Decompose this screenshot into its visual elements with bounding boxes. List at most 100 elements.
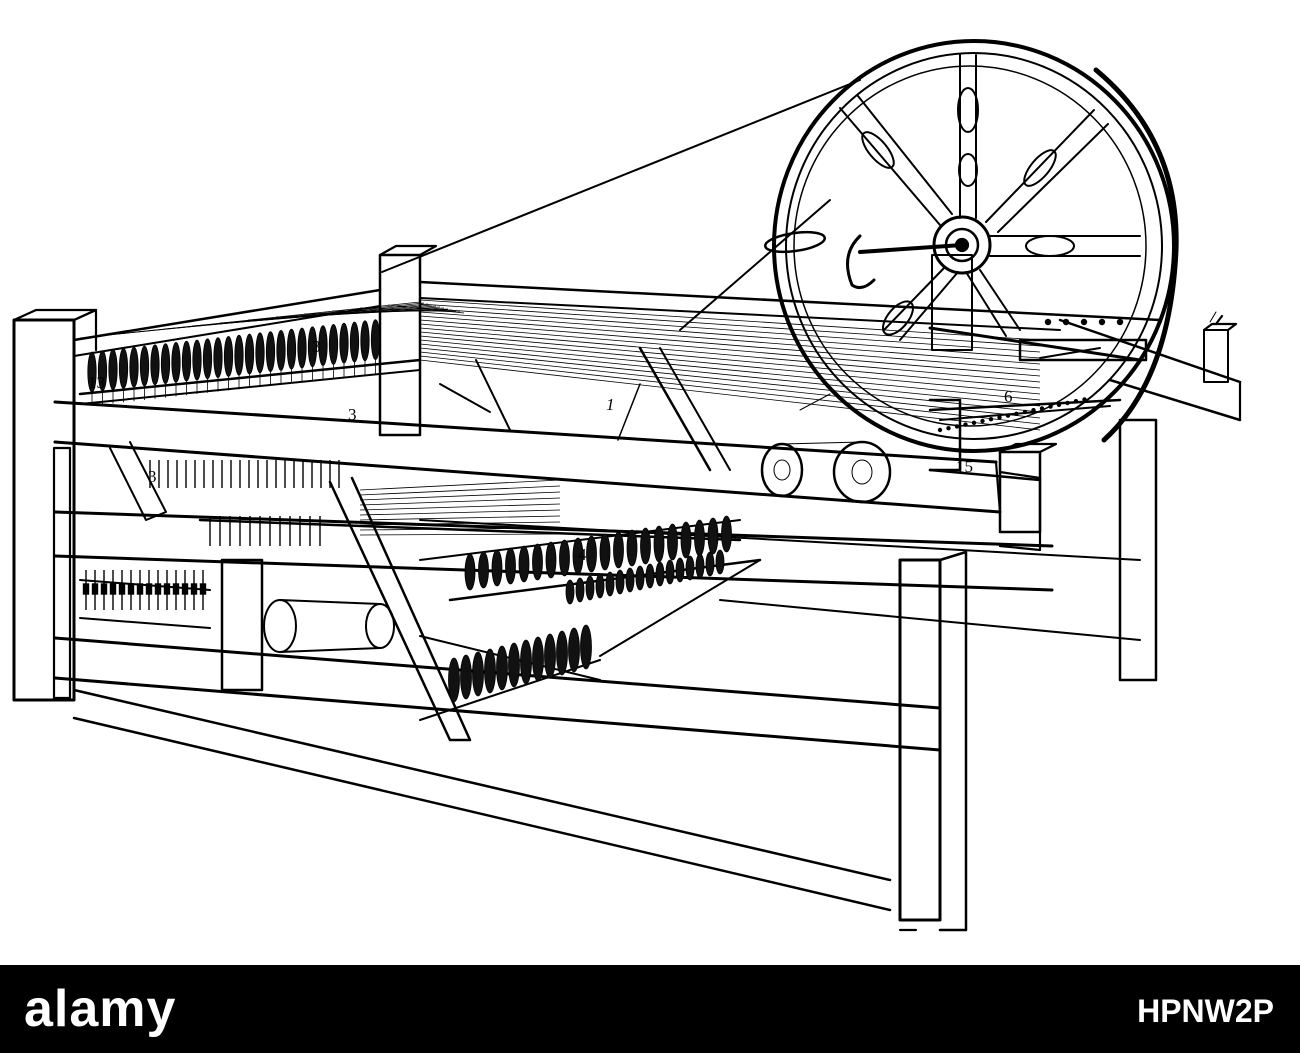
bobbin — [370, 319, 381, 361]
bobbin — [667, 523, 678, 561]
lower-spindles — [79, 579, 211, 629]
yarn-line — [359, 521, 561, 526]
bobbin — [568, 627, 580, 673]
yarn-line — [419, 299, 1041, 341]
bobbin — [675, 557, 685, 583]
yarn-line — [359, 503, 561, 511]
bobbin — [328, 323, 339, 365]
yarn-line — [387, 304, 465, 314]
bobbin — [276, 329, 286, 371]
clove-pins — [937, 318, 1124, 433]
bobbin — [265, 331, 276, 373]
bobbin — [721, 515, 732, 553]
bobbin — [339, 322, 349, 364]
spindle-whorl — [109, 583, 117, 595]
yarn-line — [359, 509, 561, 516]
bobbin — [464, 553, 476, 591]
bobbin — [171, 341, 181, 383]
clove-pin — [1039, 406, 1045, 411]
bobbin — [586, 535, 597, 573]
clove-pin — [980, 418, 985, 424]
yarn-line — [419, 359, 1041, 431]
clove-pin — [963, 422, 968, 427]
label-3a: 3 — [348, 405, 357, 424]
bobbin — [615, 569, 625, 595]
bobbin — [139, 345, 150, 387]
clove-pin — [1031, 408, 1036, 413]
yarn-line — [359, 533, 561, 536]
yarn-line — [359, 491, 561, 501]
reference-labels: 13 3 3 3 1 4 15 6 — [88, 337, 1013, 564]
bobbin — [705, 551, 715, 577]
bobbins-top-row — [87, 319, 381, 406]
bobbin — [223, 335, 234, 377]
bobbin — [695, 553, 705, 579]
yarn-line — [359, 479, 561, 491]
watermark-bar: alamy HPNW2P — [0, 965, 1300, 1053]
clove-pin — [937, 427, 943, 433]
yarn-line — [419, 311, 1041, 359]
bobbin — [520, 639, 532, 685]
bobbin — [472, 651, 484, 697]
yarn-line — [419, 307, 1041, 353]
spindles-left — [82, 460, 340, 610]
bobbin — [626, 529, 638, 567]
spindle-whorl — [172, 583, 180, 595]
clove-pin — [971, 420, 977, 425]
bobbin — [665, 559, 675, 585]
yarn-line — [359, 497, 561, 506]
bobbin — [118, 347, 129, 389]
bobbin — [108, 349, 118, 391]
illustration-canvas: 13 3 3 3 1 4 15 6 — [12, 39, 1242, 932]
frame-posts — [12, 244, 1238, 702]
spindle-whorl — [118, 583, 126, 595]
spindle-whorl — [181, 583, 189, 595]
clove-pin — [997, 415, 1002, 420]
bobbin — [580, 624, 592, 670]
bobbin — [655, 561, 665, 587]
bobbin — [645, 563, 655, 589]
bobbin — [484, 648, 496, 694]
bobbin — [694, 519, 705, 557]
spindle-whorl — [100, 583, 108, 595]
yarn-line — [419, 315, 1041, 365]
bobbin — [508, 642, 520, 688]
clove-pin — [1022, 409, 1028, 415]
spindle-whorl — [136, 583, 144, 595]
bobbin — [192, 339, 202, 381]
clove-pin — [1065, 400, 1070, 406]
bobbin — [559, 539, 570, 577]
clove-pin — [1014, 411, 1019, 416]
label-4: 4 — [578, 545, 587, 564]
yarn-line — [419, 303, 1041, 347]
bobbin — [360, 320, 370, 362]
label-13: 13 — [88, 373, 105, 392]
bobbin — [297, 327, 307, 369]
bobbin — [575, 577, 585, 603]
bobbin — [680, 521, 692, 559]
bobbin — [707, 517, 719, 555]
yarn-line — [359, 527, 561, 531]
clove-pin — [946, 426, 951, 431]
label-15: 15 — [956, 457, 973, 476]
bobbin — [613, 531, 624, 569]
bobbin — [556, 630, 568, 676]
alamy-logo: alamy — [24, 980, 177, 1038]
yarn-line — [419, 347, 1041, 413]
clove-pin — [1082, 397, 1087, 402]
yarn-line — [419, 319, 1041, 371]
bobbin — [653, 525, 665, 563]
yarn-line — [419, 343, 1041, 407]
spindle-whorl — [91, 583, 99, 595]
bobbin — [685, 555, 695, 581]
yarn-line — [419, 331, 1041, 389]
clove-pin — [1098, 318, 1106, 326]
bobbin — [496, 645, 508, 691]
bobbin — [599, 533, 611, 571]
bobbin — [640, 527, 651, 565]
bobbin — [202, 338, 213, 380]
spindle-whorl — [82, 583, 90, 595]
spindle-whorl — [127, 583, 135, 595]
bobbin — [518, 545, 530, 583]
bobbins-tray-upper — [464, 515, 732, 605]
